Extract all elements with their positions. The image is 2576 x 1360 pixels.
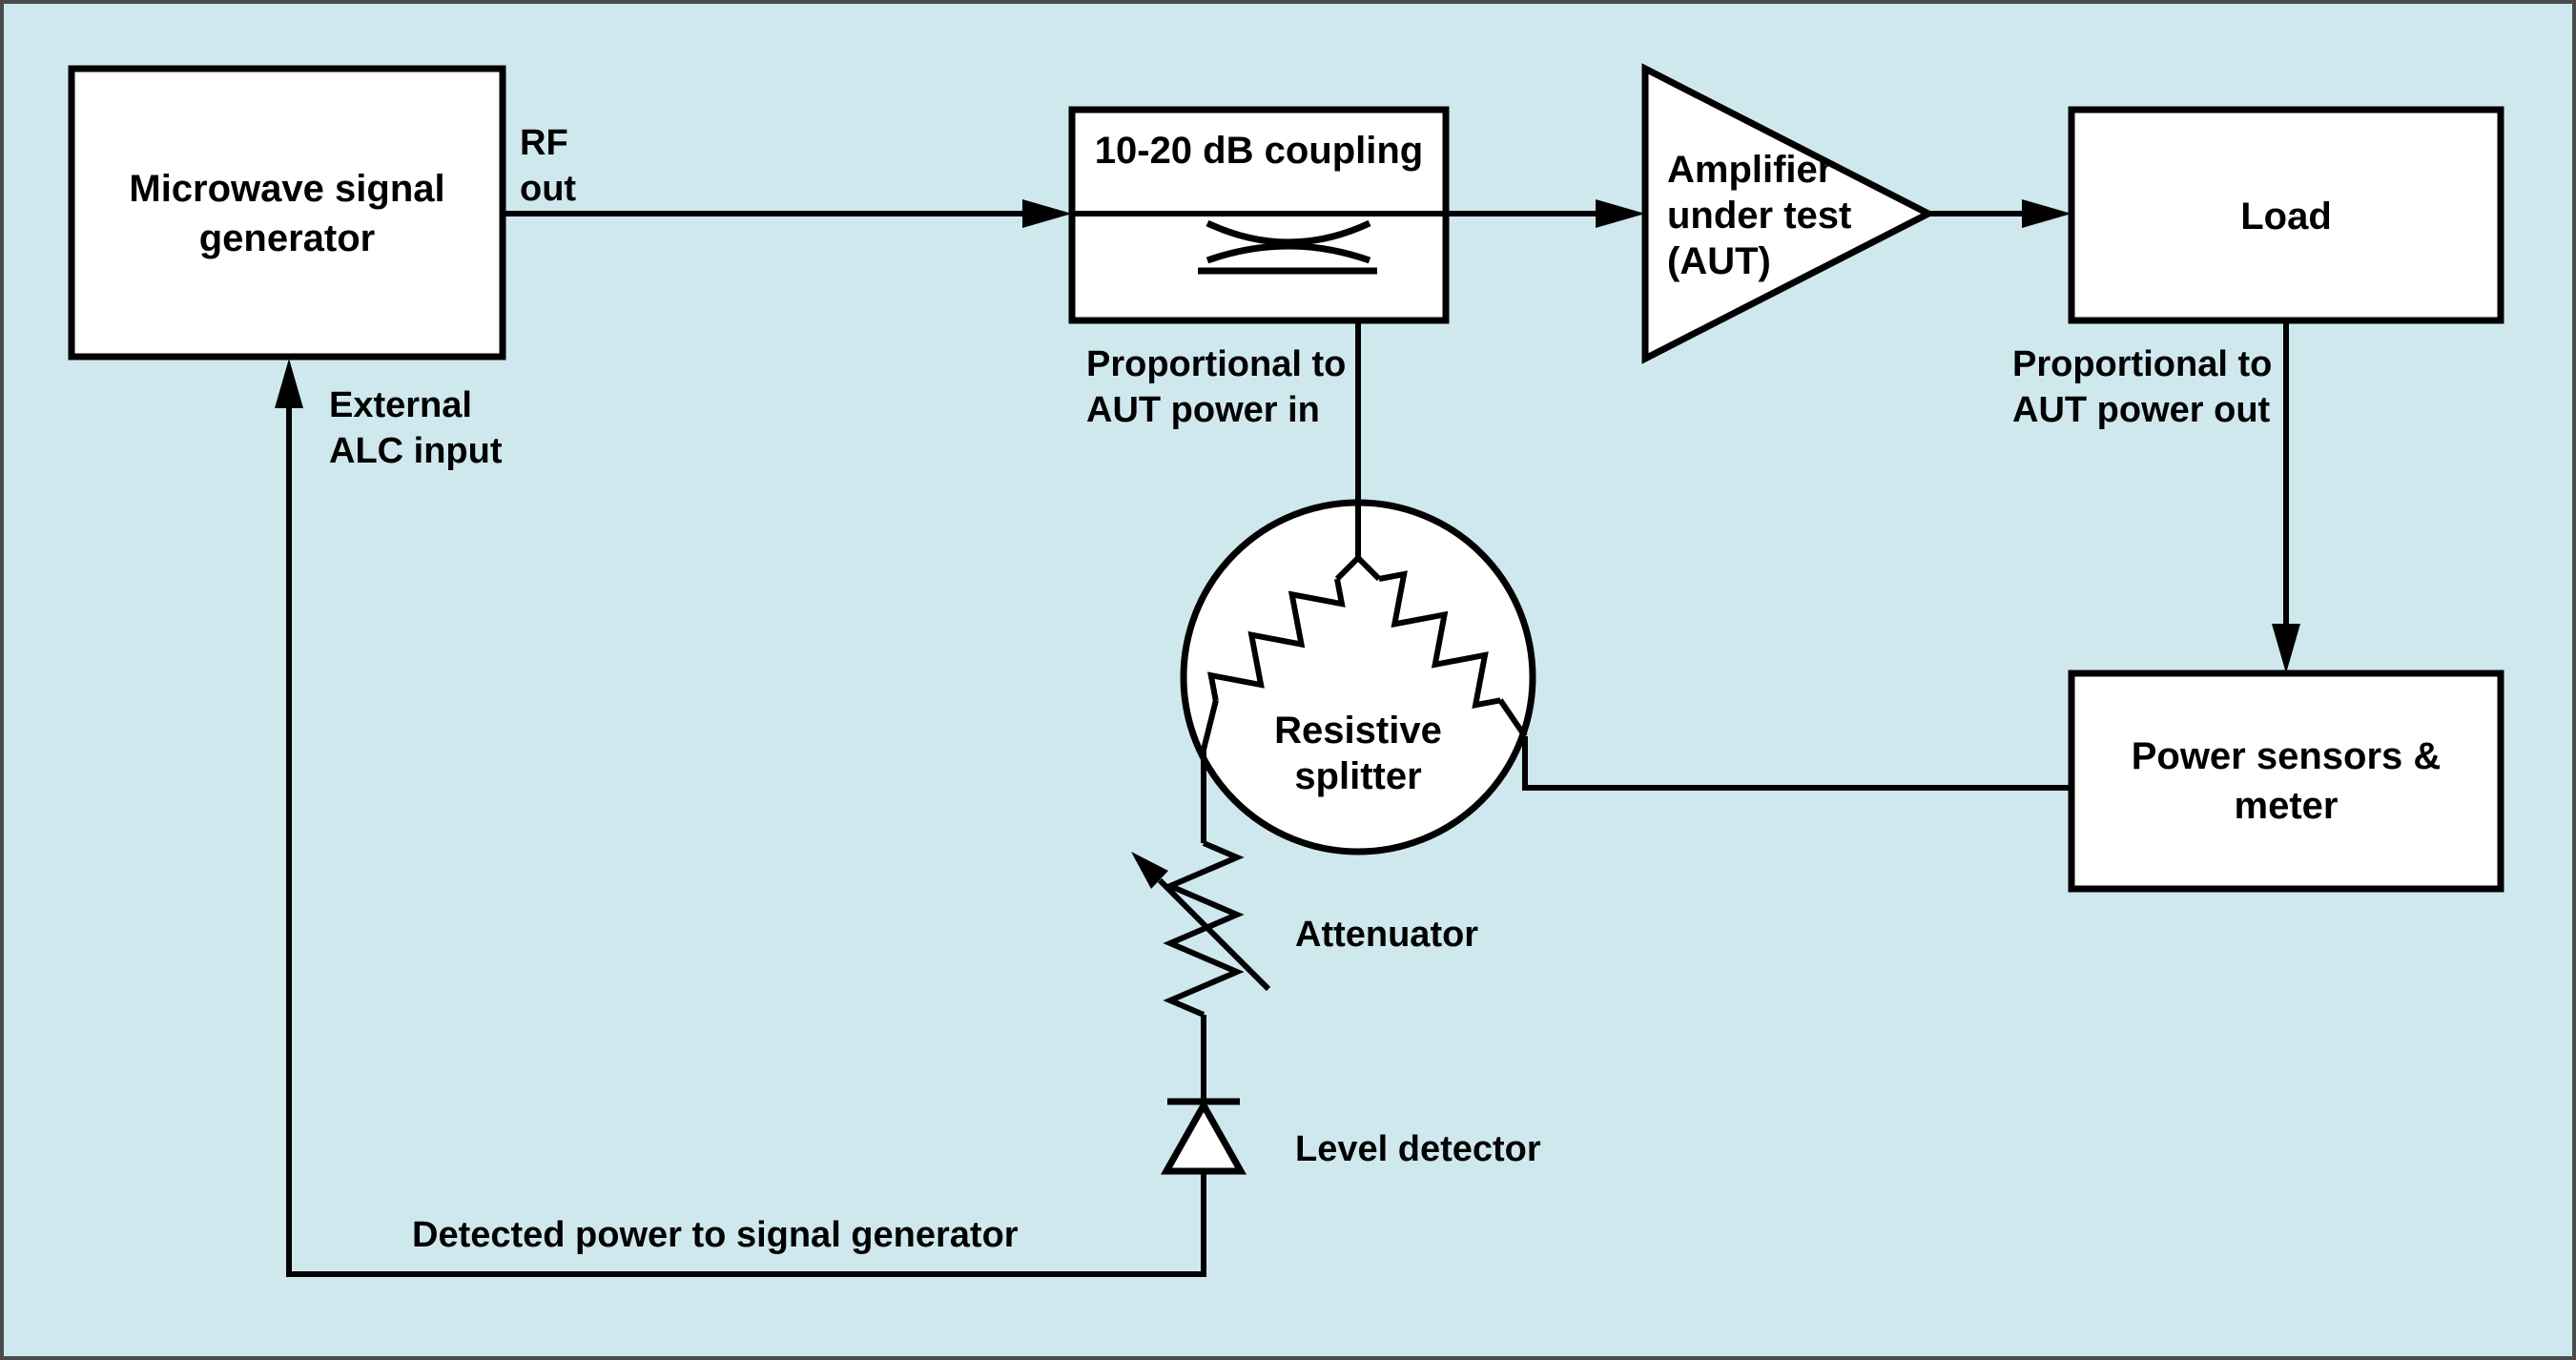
detected-power-label: Detected power to signal generator: [412, 1215, 1019, 1255]
attenuator-arrowhead: [1131, 852, 1168, 889]
load-box: [2068, 106, 2504, 324]
amplifier-label-line2: under test: [1667, 195, 1851, 237]
signal-generator-label-line2: generator: [199, 217, 376, 259]
arrowhead-into-load: [2022, 199, 2071, 228]
arrowhead-into-amplifier: [1596, 199, 1645, 228]
external-alc-label-line1: External: [329, 385, 472, 425]
external-alc-label-line2: ALC input: [329, 431, 503, 471]
splitter-left-exit: [1201, 699, 1219, 751]
arrowhead-into-meter: [2272, 624, 2300, 673]
diode-triangle: [1161, 1098, 1247, 1175]
power-meter-box: [2068, 670, 2504, 893]
attenuator-label: Attenuator: [1295, 915, 1478, 955]
amplifier-label-line3: (AUT): [1667, 240, 1771, 282]
splitter-right-stub: [1355, 555, 1382, 582]
amplifier-label-line1: Amplifier: [1667, 149, 1832, 191]
prop-in-label-line2: AUT power in: [1086, 390, 1320, 430]
coupler-label: 10-20 dB coupling: [1095, 130, 1424, 172]
load-label: Load: [2240, 196, 2332, 237]
rf-out-label-line1: RF: [520, 123, 568, 163]
amplifier-triangle: [1641, 63, 1936, 364]
arrowhead-into-coupler: [1022, 199, 1072, 228]
splitter-left-stub: [1334, 555, 1361, 582]
wire-detected-power-loop: [286, 406, 1206, 1277]
signal-generator-box: [68, 65, 506, 361]
resistor-zigzag-left: [1207, 578, 1346, 701]
arrowhead-into-generator: [275, 359, 303, 408]
splitter-right-exit: [1497, 698, 1528, 738]
attenuator-zigzag: [1163, 840, 1245, 1018]
level-detector-label: Level detector: [1295, 1129, 1541, 1169]
prop-out-label-line2: AUT power out: [2012, 390, 2271, 430]
splitter-label-line1: Resistive: [1274, 710, 1442, 752]
resistor-zigzag-right: [1378, 570, 1501, 709]
prop-in-label-line1: Proportional to: [1086, 344, 1346, 384]
splitter-label-line2: splitter: [1294, 755, 1421, 797]
power-meter-label-line1: Power sensors &: [2132, 735, 2442, 777]
rf-out-label-line2: out: [520, 169, 576, 209]
attenuator-arrow-shaft: [1157, 877, 1271, 992]
prop-out-label-line1: Proportional to: [2012, 344, 2272, 384]
wire-splitter-to-meter: [1522, 736, 2071, 791]
coupler-arc-bottom: [1206, 242, 1371, 264]
power-meter-label-line2: meter: [2235, 785, 2339, 827]
signal-generator-label-line1: Microwave signal: [129, 168, 444, 210]
coupler-arc-top: [1206, 219, 1371, 246]
